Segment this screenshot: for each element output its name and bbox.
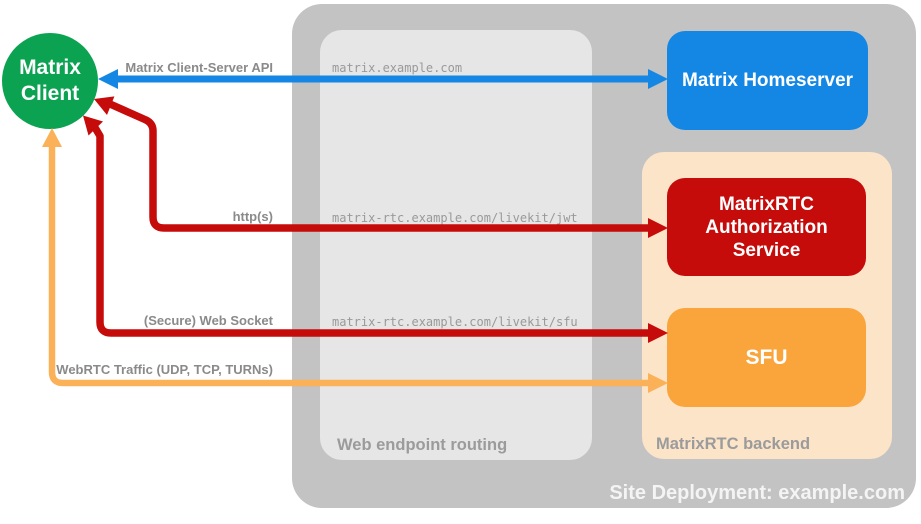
auth-service-label-line3: Service <box>732 239 801 261</box>
endpoint-url-matrix: matrix.example.com <box>332 61 463 75</box>
matrix-homeserver-label: Matrix Homeserver <box>681 69 854 91</box>
webrtc-arrow-label: WebRTC Traffic (UDP, TCP, TURNs) <box>56 362 273 377</box>
auth-service-label-line2: Authorization <box>705 216 828 238</box>
web-endpoint-routing-box <box>320 30 592 460</box>
https-arrow-label: http(s) <box>232 209 273 224</box>
matrix-client-label-line1: Matrix <box>19 56 81 79</box>
auth-service-label-line1: MatrixRTC <box>718 193 814 215</box>
client-server-api-arrow-label: Matrix Client-Server API <box>125 60 273 75</box>
matrixrtc-authorization-service-node: MatrixRTC Authorization Service <box>667 178 866 276</box>
endpoint-url-livekit-jwt: matrix-rtc.example.com/livekit/jwt <box>332 211 578 225</box>
matrix-client-node: Matrix Client <box>2 33 98 129</box>
matrix-client-label-line2: Client <box>20 82 80 105</box>
websocket-arrow-label: (Secure) Web Socket <box>143 313 273 328</box>
endpoint-url-livekit-sfu: matrix-rtc.example.com/livekit/sfu <box>332 315 578 329</box>
sfu-label: SFU <box>745 345 788 369</box>
sfu-node: SFU <box>667 308 866 407</box>
matrix-homeserver-node: Matrix Homeserver <box>667 31 868 130</box>
matrixrtc-backend-label: MatrixRTC backend <box>656 435 811 453</box>
site-deployment-label: Site Deployment: example.com <box>609 482 905 504</box>
web-endpoint-routing-label: Web endpoint routing <box>337 436 508 454</box>
